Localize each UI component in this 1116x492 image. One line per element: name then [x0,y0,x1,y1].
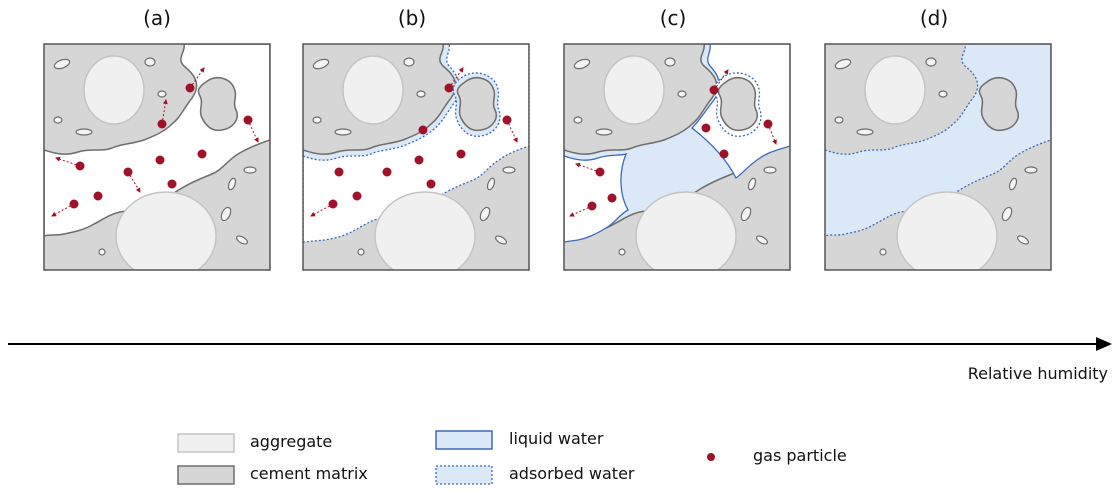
gas-particles [51,67,259,217]
panel-b [302,43,530,271]
legend-swatch-gas [707,453,715,461]
panel-label-d: (d) [919,6,949,30]
panel-a [43,43,271,271]
panel-d [824,43,1052,271]
legend-label-liquid: liquid water [509,429,604,448]
panel-label-c: (c) [659,6,687,30]
panel-c [563,43,791,271]
legend-swatch-liquid [435,430,493,450]
x-axis-label: Relative humidity [967,364,1108,383]
legend-label-gas: gas particle [753,446,847,465]
panel-label-a: (a) [143,6,171,30]
legend-swatch-cement [177,465,235,485]
legend-label-adsorbed: adsorbed water [509,464,635,483]
legend-label-cement: cement matrix [250,464,368,483]
panel-label-b: (b) [397,6,427,30]
legend-label-aggregate: aggregate [250,432,333,451]
legend [177,430,715,485]
legend-swatch-adsorbed [435,465,493,485]
humidity-axis [8,337,1112,351]
legend-swatch-aggregate [177,433,235,453]
